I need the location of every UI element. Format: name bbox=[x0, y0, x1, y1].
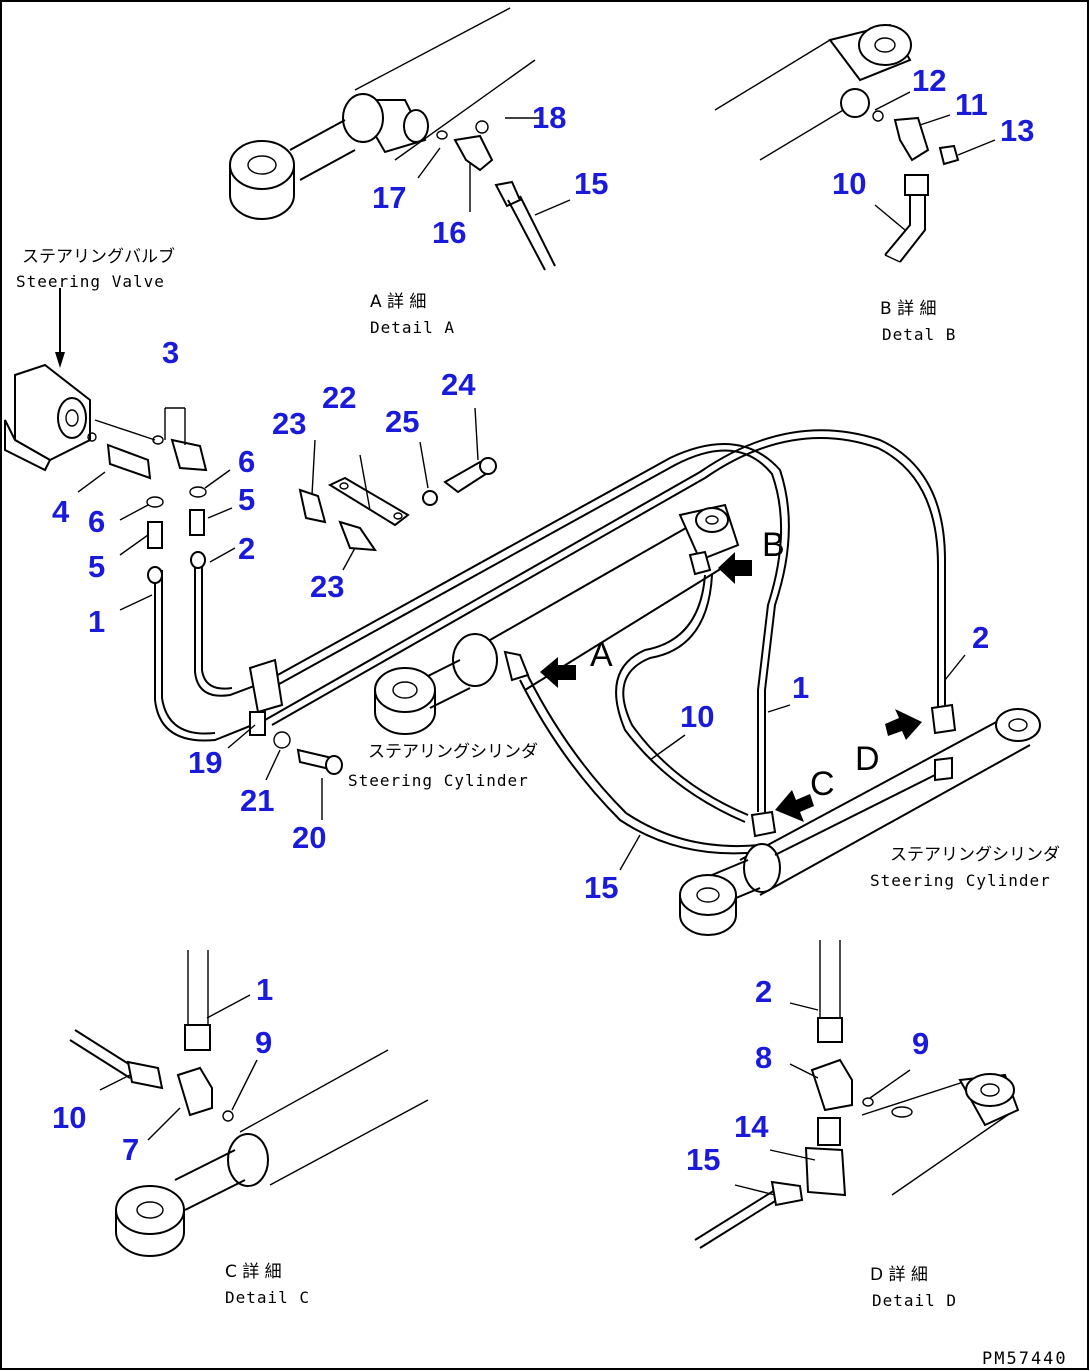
callout-19: 19 bbox=[188, 745, 222, 780]
callout-1-right: 1 bbox=[792, 670, 809, 705]
callout-9-detail-c: 9 bbox=[255, 1025, 272, 1060]
callout-1-main: 1 bbox=[88, 604, 105, 639]
detail-letter-a: A bbox=[590, 636, 613, 674]
callout-10-detail-b: 10 bbox=[832, 166, 866, 201]
detail-c-drawing bbox=[69, 950, 429, 1257]
detail-arrows bbox=[540, 552, 922, 822]
detail-letter-d: D bbox=[855, 740, 880, 778]
detail-c-title-jp: C 詳 細 bbox=[225, 1262, 282, 1282]
callout-13: 13 bbox=[1000, 113, 1034, 148]
callout-9-detail-d: 9 bbox=[912, 1026, 929, 1061]
callout-2-detail-d: 2 bbox=[755, 974, 772, 1009]
callout-8: 8 bbox=[755, 1040, 772, 1075]
steering-cylinder-right-label-jp: ステアリングシリンダ bbox=[890, 845, 1060, 865]
steering-cylinder-right-label: Steering Cylinder bbox=[870, 871, 1051, 890]
steering-cylinder-label: Steering Cylinder bbox=[348, 771, 529, 790]
callout-7: 7 bbox=[122, 1132, 139, 1167]
callout-3: 3 bbox=[162, 335, 179, 370]
steering-valve-label: Steering Valve bbox=[16, 272, 165, 291]
callout-22: 22 bbox=[322, 380, 356, 415]
detail-letter-c: C bbox=[810, 765, 835, 803]
callout-17: 17 bbox=[372, 180, 406, 215]
callout-15-main: 15 bbox=[584, 870, 618, 905]
callout-18: 18 bbox=[532, 100, 566, 135]
drawing-code: PM57440 bbox=[982, 1349, 1068, 1369]
detail-a-drawing bbox=[229, 7, 571, 271]
callout-16: 16 bbox=[432, 215, 466, 250]
callout-11: 11 bbox=[955, 87, 988, 122]
detail-b-drawing bbox=[714, 23, 996, 263]
callout-14: 14 bbox=[734, 1109, 769, 1144]
callout-2-right: 2 bbox=[972, 620, 989, 655]
callout-24: 24 bbox=[441, 367, 476, 402]
callout-6-left: 6 bbox=[88, 504, 105, 539]
callout-23-top: 23 bbox=[272, 406, 306, 441]
steering-cylinder-right bbox=[679, 703, 1041, 936]
leader-lines bbox=[77, 407, 966, 871]
callout-4: 4 bbox=[52, 494, 70, 529]
detail-d-drawing bbox=[694, 940, 1020, 1249]
hose-routing bbox=[147, 429, 946, 812]
detail-a-title-jp: A 詳 細 bbox=[370, 292, 426, 312]
detail-b-title-jp: B 詳 細 bbox=[880, 299, 936, 319]
steering-cylinder-label-jp: ステアリングシリンダ bbox=[368, 742, 538, 762]
detail-c-title: Detail C bbox=[225, 1288, 310, 1307]
callout-10-detail-c: 10 bbox=[52, 1100, 86, 1135]
detail-a-title: Detail A bbox=[370, 318, 455, 337]
callout-2-main: 2 bbox=[238, 531, 255, 566]
steering-valve-drawing bbox=[4, 288, 208, 549]
detail-letter-b: B bbox=[762, 526, 785, 564]
callout-5-right: 5 bbox=[238, 482, 255, 517]
callout-20: 20 bbox=[292, 820, 326, 855]
callout-5-left: 5 bbox=[88, 549, 105, 584]
steering-valve-label-jp: ステアリングバルブ bbox=[22, 246, 175, 267]
detail-b-title: Detal B bbox=[882, 325, 956, 344]
callout-23-bottom: 23 bbox=[310, 569, 344, 604]
callout-25: 25 bbox=[385, 404, 419, 439]
callout-15-detail-a: 15 bbox=[574, 166, 608, 201]
callout-12: 12 bbox=[912, 63, 946, 98]
callout-15-detail-d: 15 bbox=[686, 1142, 720, 1177]
detail-d-title: Detail D bbox=[872, 1291, 957, 1310]
callout-1-detail-c: 1 bbox=[256, 972, 273, 1007]
callout-10-main: 10 bbox=[680, 699, 714, 734]
detail-d-title-jp: D 詳 細 bbox=[870, 1265, 928, 1285]
callout-6-right: 6 bbox=[238, 444, 255, 479]
callout-21: 21 bbox=[240, 783, 274, 818]
